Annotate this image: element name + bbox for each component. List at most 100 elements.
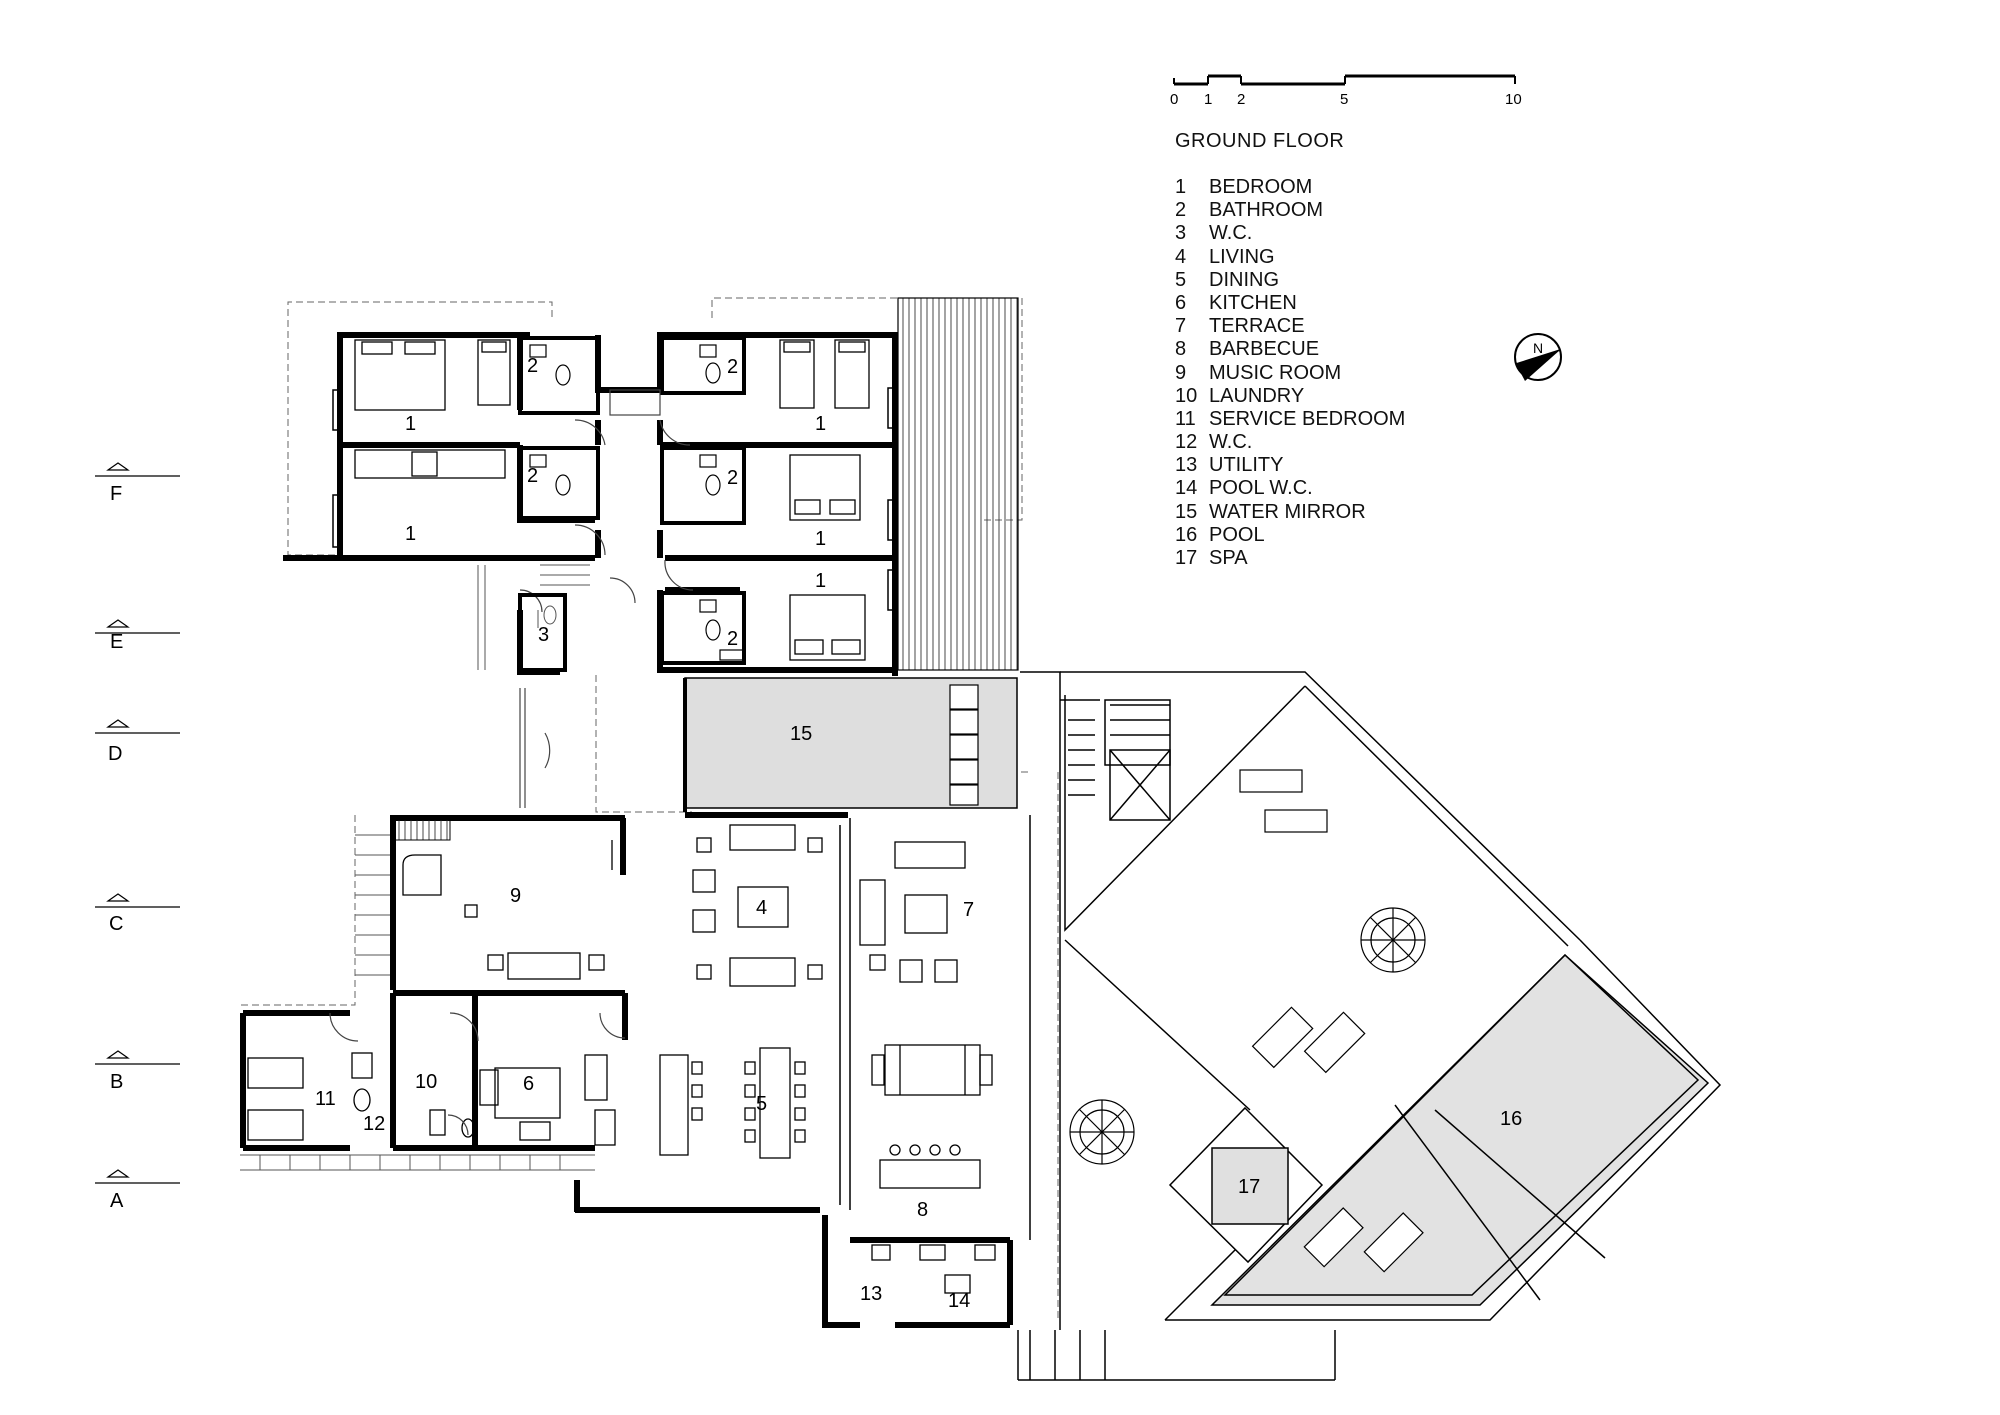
legend-number: 11 xyxy=(1175,407,1196,430)
legend-room-name: LIVING xyxy=(1209,245,1275,268)
legend-room-name: MUSIC ROOM xyxy=(1209,361,1342,384)
legend-room-name: LAUNDRY xyxy=(1209,384,1305,407)
room-label-wc-service: 12 xyxy=(363,1113,385,1135)
timber-deck xyxy=(897,297,1019,671)
room-label-bath-c: 2 xyxy=(727,467,738,489)
legend-item: 2 BATHROOM xyxy=(1175,199,1405,222)
legend-number: 17 xyxy=(1175,547,1198,569)
room-label-bedroom-se: 1 xyxy=(815,570,826,592)
legend-item: 10 LAUNDRY xyxy=(1175,385,1405,408)
room-label-music: 9 xyxy=(510,885,521,907)
room-label-dining: 5 xyxy=(756,1093,767,1115)
legend-number: 4 xyxy=(1175,245,1187,268)
legend-number: 10 xyxy=(1175,384,1198,407)
north-arrow-icon xyxy=(1514,333,1562,381)
legend-item: 4 LIVING xyxy=(1175,246,1405,269)
legend-item: 1 BEDROOM xyxy=(1175,176,1405,199)
legend-room-name: WATER MIRROR xyxy=(1209,500,1366,523)
north-label: N xyxy=(1533,340,1543,356)
legend-item: 5 DINING xyxy=(1175,269,1405,292)
scale-bar xyxy=(1173,74,1516,86)
legend-number: 15 xyxy=(1175,500,1198,523)
room-label-bedroom-w: 1 xyxy=(405,523,416,545)
legend-item: 13 UTILITY xyxy=(1175,454,1405,477)
legend-item: 16 POOL xyxy=(1175,524,1405,547)
legend-number: 8 xyxy=(1175,338,1187,361)
legend-room-name: BEDROOM xyxy=(1209,176,1313,198)
legend-number: 14 xyxy=(1175,477,1198,500)
legend-number: 13 xyxy=(1175,454,1198,477)
grid-markers xyxy=(95,462,180,1184)
legend-number: 3 xyxy=(1175,222,1187,245)
room-labels: 1 2 2 1 1 2 2 1 1 2 3 15 9 4 7 11 12 10 … xyxy=(315,355,1522,1312)
grid-label-f: F xyxy=(110,483,122,505)
room-label-bedroom-ne: 1 xyxy=(815,413,826,435)
legend-room-name: POOL W.C. xyxy=(1209,477,1313,500)
grid-label-b: B xyxy=(110,1071,123,1093)
legend-item: 3 W.C. xyxy=(1175,222,1405,245)
legend-number: 12 xyxy=(1175,431,1198,454)
spa xyxy=(1168,1106,1324,1264)
legend-room-name: TERRACE xyxy=(1209,315,1305,338)
room-label-terrace: 7 xyxy=(963,899,974,921)
legend-room-name: W.C. xyxy=(1209,222,1253,245)
room-label-living: 4 xyxy=(756,897,767,919)
room-label-utility: 13 xyxy=(860,1283,882,1305)
legend-room-name: UTILITY xyxy=(1209,454,1284,477)
legend-item: 6 KITCHEN xyxy=(1175,292,1405,315)
legend-room-name: POOL xyxy=(1209,523,1265,546)
room-label-bedroom-e: 1 xyxy=(815,528,826,550)
terrace-area xyxy=(859,841,996,1294)
legend-item: 8 BARBECUE xyxy=(1175,338,1405,361)
grid-label-c: C xyxy=(109,913,123,935)
room-label-bath-se: 2 xyxy=(727,628,738,650)
room-label-pool-wc: 14 xyxy=(948,1290,970,1312)
room-label-barbecue: 8 xyxy=(917,1199,928,1221)
main-block xyxy=(240,688,1031,1328)
legend-item: 12 W.C. xyxy=(1175,431,1405,454)
room-label-pool: 16 xyxy=(1500,1108,1522,1130)
room-label-bath-w: 2 xyxy=(527,465,538,487)
legend-room-name: W.C. xyxy=(1209,431,1253,454)
legend-room-name: KITCHEN xyxy=(1209,291,1297,314)
legend-number: 16 xyxy=(1175,523,1198,546)
legend-number: 7 xyxy=(1175,315,1187,338)
scale-tick-10: 10 xyxy=(1505,91,1522,108)
pool-furniture xyxy=(1069,769,1426,1273)
scale-tick-0: 0 xyxy=(1170,91,1178,108)
room-label-water-mirror: 15 xyxy=(790,723,812,745)
legend-room-name: BATHROOM xyxy=(1209,199,1324,222)
room-label-bedroom-nw: 1 xyxy=(405,413,416,435)
legend-number: 9 xyxy=(1175,361,1187,384)
scale-tick-1: 1 xyxy=(1204,91,1212,108)
legend-item: 17 SPA xyxy=(1175,547,1405,570)
pool-deck xyxy=(1017,671,1722,1381)
pool xyxy=(1210,953,1710,1306)
legend-item: 7 TERRACE xyxy=(1175,315,1405,338)
water-mirror xyxy=(683,677,1018,812)
legend-item: 9 MUSIC ROOM xyxy=(1175,362,1405,385)
legend-number: 2 xyxy=(1175,199,1187,222)
legend-room-name: DINING xyxy=(1209,268,1279,291)
legend-item: 15 WATER MIRROR xyxy=(1175,501,1405,524)
grid-label-d: D xyxy=(108,743,122,765)
room-label-spa: 17 xyxy=(1238,1176,1260,1198)
grid-label-a: A xyxy=(110,1190,124,1212)
legend-number: 6 xyxy=(1175,291,1187,314)
legend-room-name: SPA xyxy=(1209,547,1248,569)
legend-number: 5 xyxy=(1175,268,1187,291)
legend-item: 14 POOL W.C. xyxy=(1175,477,1405,500)
scale-tick-5: 5 xyxy=(1340,91,1348,108)
bedroom-wing xyxy=(283,332,898,676)
room-label-service-bedroom: 11 xyxy=(315,1088,336,1110)
room-label-bath-nw: 2 xyxy=(527,355,538,377)
legend-number: 1 xyxy=(1175,176,1187,198)
legend-room-name: BARBECUE xyxy=(1209,338,1320,361)
grid-label-e: E xyxy=(110,631,123,653)
room-label-bath-nc: 2 xyxy=(727,356,738,378)
room-label-kitchen: 6 xyxy=(523,1073,534,1095)
scale-tick-2: 2 xyxy=(1237,91,1245,108)
